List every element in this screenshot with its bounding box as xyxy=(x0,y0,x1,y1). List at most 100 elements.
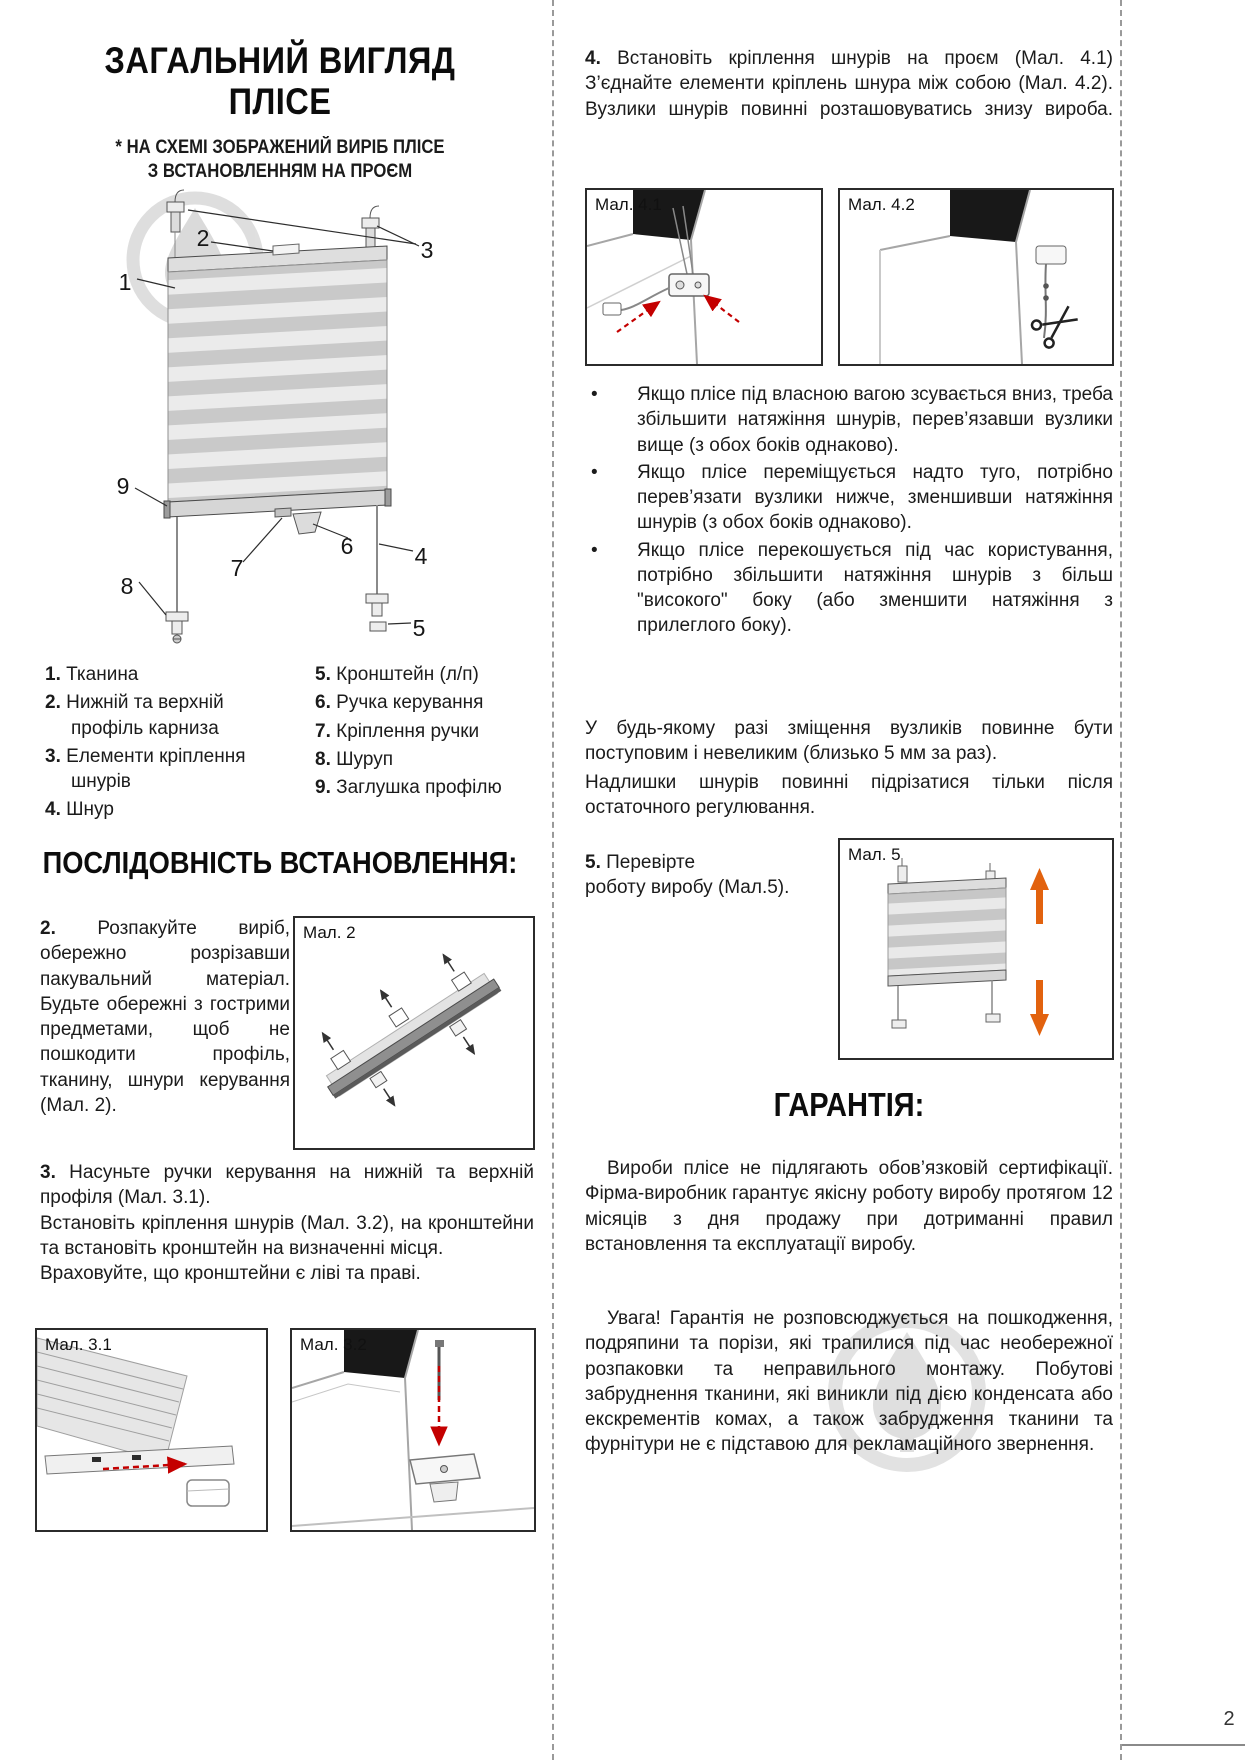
step-2-paragraph: 2. Розпакуйте виріб, обережно розрізавши… xyxy=(40,916,290,1118)
step-5-line1: 5. Перевірте xyxy=(585,852,696,873)
unpack-arrows xyxy=(321,953,476,1107)
frame-line xyxy=(292,1383,401,1403)
step-3-line2: Встановіть кріплення шнурів (Мал. 3.2), … xyxy=(40,1212,534,1259)
step-4-text: Встановіть кріплення шнурів на проєм (Ма… xyxy=(585,48,1113,120)
section-header-installation: ПОСЛІДОВНІСТЬ ВСТАНОВЛЕННЯ: xyxy=(42,845,518,880)
legend-column-2: 5. Кронштейн (л/п) 6. Ручка керування 7.… xyxy=(315,662,537,826)
note-2: Надлишки шнурів повинні підрізатися тіль… xyxy=(585,771,1113,818)
step-4-paragraph: 4. Встановіть кріплення шнурів на проєм … xyxy=(585,46,1113,122)
figure-3-2-drawing xyxy=(292,1330,534,1530)
cord-hook-right-icon xyxy=(361,205,380,249)
adjustment-notes: У будь-якому разі зміщення вузликів пови… xyxy=(585,716,1113,823)
title-note-line1: * НА СХЕМІ ЗОБРАЖЕНИЙ ВИРІБ ПЛІСЕ xyxy=(115,137,445,158)
title-note: * НА СХЕМІ ЗОБРАЖЕНИЙ ВИРІБ ПЛІСЕ З ВСТА… xyxy=(69,136,491,184)
figure-4-2-drawing xyxy=(879,190,1078,364)
figure-5-label: Мал. 5 xyxy=(848,845,901,864)
packed-profile-drawing xyxy=(321,953,502,1107)
legend-item-7: 7. Кріплення ручки xyxy=(315,720,480,742)
page-edge-divider-dashed xyxy=(1120,0,1122,1760)
step-5-paragraph: 5. Перевірте роботу виробу (Мал.5). xyxy=(585,850,825,901)
window-glass xyxy=(950,190,1030,242)
bullet-marker: • xyxy=(591,539,598,561)
cord-bracket xyxy=(1035,245,1067,265)
diagram-callouts: 1 2 3 4 5 6 7 8 9 xyxy=(117,225,434,641)
figure-3-2-label: Мал. 3.2 xyxy=(300,1335,367,1354)
bullet-item-3: • Якщо плісе перекошується під час корис… xyxy=(591,539,1113,637)
bullet-marker: • xyxy=(591,384,598,405)
page-title-line2: ПЛІСЕ xyxy=(228,81,332,123)
legend-item-5: 5. Кронштейн (л/п) xyxy=(315,664,479,685)
figure-4-1-label: Мал. 4.1 xyxy=(595,195,662,214)
page-title: ЗАГАЛЬНИЙ ВИГЛЯД ПЛІСЕ xyxy=(69,40,491,123)
red-dashed-arrow xyxy=(616,300,661,333)
callout-7: 7 xyxy=(231,555,244,581)
callout-4: 4 xyxy=(415,543,428,569)
legend-item-8: 8. Шуруп xyxy=(315,748,393,770)
warranty-paragraph-2: Увага! Гарантія не розповсюджується на п… xyxy=(585,1308,1113,1456)
legend-item-3: 3. Елементи кріплення шнурів xyxy=(45,745,246,793)
cord-knot xyxy=(1043,283,1049,289)
step-3-number: 3. xyxy=(40,1162,56,1183)
callout-6: 6 xyxy=(341,533,354,559)
profile-end-cap-right xyxy=(384,488,392,507)
legend-column-1: 1. Тканина 2. Нижній та верхній профіль … xyxy=(45,662,297,826)
cord-bracket xyxy=(668,273,710,297)
sill-line xyxy=(292,1507,534,1527)
note-1: У будь-якому разі зміщення вузликів пови… xyxy=(585,718,1113,765)
callout-1: 1 xyxy=(119,269,132,295)
figure-3-2: Мал. 3.2 xyxy=(290,1328,536,1532)
figure-4-2-label: Мал. 4.2 xyxy=(848,195,915,214)
callout-3: 3 xyxy=(421,237,434,263)
legend-item-9: 9. Заглушка профілю xyxy=(315,777,502,799)
red-dashed-arrow xyxy=(703,294,740,323)
cord-line xyxy=(672,207,688,275)
screw-head xyxy=(435,1340,444,1347)
top-clip xyxy=(272,243,300,256)
scissors-icon xyxy=(1030,305,1078,349)
parts-legend: 1. Тканина 2. Нижній та верхній профіль … xyxy=(45,662,537,826)
column-divider-dashed xyxy=(552,0,554,1760)
cord-line xyxy=(620,287,670,311)
window-frame-edge xyxy=(403,1330,419,1530)
legend-item-1: 1. Тканина xyxy=(45,664,139,685)
adjustment-bullet-list: • Якщо плісе під власною вагою зсуваєтьс… xyxy=(585,382,1113,641)
window-frame-edge xyxy=(689,190,706,364)
window-glass xyxy=(633,190,705,240)
legend-item-2: 2. Нижній та верхній профіль карниза xyxy=(45,692,224,739)
orange-down-arrow xyxy=(1030,980,1049,1036)
page-title-line1: ЗАГАЛЬНИЙ ВИГЛЯД xyxy=(104,40,456,81)
step-3-paragraph: 3. Насуньте ручки керування на нижній та… xyxy=(40,1160,534,1286)
bracket-left-icon xyxy=(165,611,189,635)
page-number: 2 xyxy=(1223,1708,1235,1730)
figure-3-1-label: Мал. 3.1 xyxy=(45,1335,112,1354)
figure-4-1: Мал. 4.1 xyxy=(585,188,823,366)
bullet-item-1: • Якщо плісе під власною вагою зсуваєтьс… xyxy=(591,384,1113,456)
figure-4-2: Мал. 4.2 xyxy=(838,188,1114,366)
step-3-line3: Враховуйте, що кронштейни є ліві та прав… xyxy=(40,1263,421,1285)
profile-slot xyxy=(132,1455,141,1460)
handle-clip xyxy=(186,1479,230,1507)
figure-3-1-drawing xyxy=(37,1337,235,1507)
frame-line xyxy=(292,1371,345,1389)
figure-5: Мал. 5 xyxy=(838,838,1114,1060)
step-4-number: 4. xyxy=(585,48,601,69)
orange-up-arrow xyxy=(1030,868,1049,924)
bullet-marker: • xyxy=(591,461,598,483)
bracket-right-icon xyxy=(365,593,389,632)
figure-2-drawing xyxy=(321,953,502,1107)
step-2-number: 2. xyxy=(40,918,56,939)
frame-line xyxy=(587,255,692,309)
bracket-drawing xyxy=(409,1453,481,1503)
step-5-line2: роботу виробу (Мал.5). xyxy=(585,877,790,899)
figure-5-drawing xyxy=(887,858,1049,1036)
blind-diagram-svg: 1 2 3 4 5 6 7 8 9 xyxy=(117,189,434,644)
step-5-number: 5. xyxy=(585,852,601,873)
frame-line xyxy=(587,233,634,247)
pleated-fabric-closeup xyxy=(37,1337,188,1463)
legend-item-6: 6. Ручка керування xyxy=(315,692,484,714)
cord-knot xyxy=(1043,295,1049,301)
profile-end-cap-left xyxy=(163,500,171,519)
legend-item-4: 4. Шнур xyxy=(45,799,114,821)
red-dashed-arrow xyxy=(102,1456,188,1474)
